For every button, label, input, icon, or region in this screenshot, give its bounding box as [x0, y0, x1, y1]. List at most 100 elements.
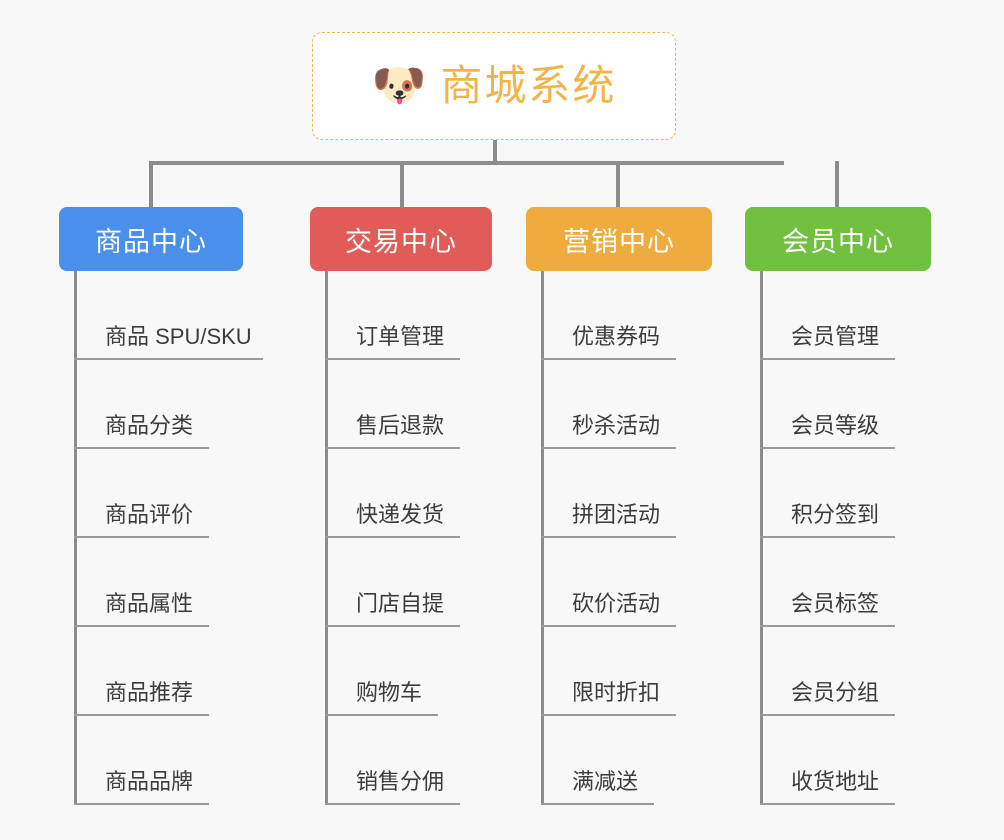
list-item-rule [541, 803, 654, 805]
connector-drop-marketing-center [616, 161, 620, 207]
list-item-rule [541, 447, 676, 449]
list-item-label: 商品品牌 [105, 769, 194, 794]
list-item-rule [760, 714, 895, 716]
list-item-rule [325, 536, 460, 538]
root-node[interactable]: 🐶 商城系统 [312, 32, 676, 140]
list-item[interactable]: 秒杀活动 [526, 360, 712, 449]
branch-items-product-center: 商品 SPU/SKU 商品分类商品评价商品属性商品推荐商品品牌 [59, 271, 263, 805]
list-item-rule [74, 803, 209, 805]
branch-marketing-center: 营销中心优惠券码秒杀活动拼团活动砍价活动限时折扣满减送 [526, 207, 712, 805]
list-item-label: 商品推荐 [105, 680, 194, 705]
list-item-label: 会员标签 [791, 591, 880, 616]
list-item[interactable]: 订单管理 [310, 271, 492, 360]
list-item[interactable]: 商品分类 [59, 360, 243, 449]
dog-face-icon: 🐶 [371, 61, 427, 110]
branch-items-marketing-center: 优惠券码秒杀活动拼团活动砍价活动限时折扣满减送 [526, 271, 712, 805]
list-item-label: 售后退款 [356, 413, 445, 438]
branch-head-marketing-center[interactable]: 营销中心 [526, 207, 712, 271]
connector-drop-product-center [149, 161, 153, 207]
connector-horizontal-bus [151, 161, 784, 165]
branch-head-label: 营销中心 [563, 226, 675, 257]
list-item[interactable]: 积分签到 [745, 449, 931, 538]
list-item-label: 商品 SPU/SKU [105, 324, 252, 349]
list-item[interactable]: 门店自提 [310, 538, 492, 627]
list-item-rule [760, 536, 895, 538]
branch-items-member-center: 会员管理会员等级积分签到会员标签会员分组收货地址 [745, 271, 931, 805]
list-item-rule [541, 358, 676, 360]
list-item[interactable]: 会员等级 [745, 360, 931, 449]
list-item-label: 收货地址 [791, 769, 880, 794]
branch-product-center: 商品中心商品 SPU/SKU 商品分类商品评价商品属性商品推荐商品品牌 [59, 207, 263, 805]
list-item[interactable]: 会员管理 [745, 271, 931, 360]
list-item[interactable]: 限时折扣 [526, 627, 712, 716]
list-item-rule [74, 447, 209, 449]
list-item-label: 满减送 [572, 769, 639, 794]
list-item-label: 商品评价 [105, 502, 194, 527]
list-item[interactable]: 购物车 [310, 627, 492, 716]
branch-head-trade-center[interactable]: 交易中心 [310, 207, 492, 271]
list-item-rule [760, 625, 895, 627]
branch-head-member-center[interactable]: 会员中心 [745, 207, 931, 271]
list-item-rule [74, 536, 209, 538]
list-item-rule [760, 803, 895, 805]
branch-trade-center: 交易中心订单管理售后退款快递发货门店自提购物车销售分佣 [310, 207, 492, 805]
list-item-rule [325, 625, 460, 627]
list-item-label: 砍价活动 [572, 591, 661, 616]
branch-head-label: 会员中心 [782, 226, 894, 257]
list-item[interactable]: 销售分佣 [310, 716, 492, 805]
branch-spine-trade-center [325, 271, 328, 805]
root-title: 商城系统 [440, 62, 617, 109]
list-item[interactable]: 商品推荐 [59, 627, 243, 716]
list-item-rule [325, 714, 438, 716]
branch-items-trade-center: 订单管理售后退款快递发货门店自提购物车销售分佣 [310, 271, 492, 805]
list-item-label: 限时折扣 [572, 680, 661, 705]
list-item[interactable]: 商品评价 [59, 449, 243, 538]
list-item[interactable]: 会员分组 [745, 627, 931, 716]
list-item-label: 拼团活动 [572, 502, 661, 527]
list-item-label: 会员管理 [791, 324, 880, 349]
branch-spine-marketing-center [541, 271, 544, 805]
connector-root-stem [493, 140, 497, 164]
list-item[interactable]: 会员标签 [745, 538, 931, 627]
list-item[interactable]: 售后退款 [310, 360, 492, 449]
list-item-label: 商品属性 [105, 591, 194, 616]
list-item[interactable]: 商品 SPU/SKU [59, 271, 263, 360]
list-item-rule [541, 625, 676, 627]
list-item-rule [74, 625, 209, 627]
list-item-rule [325, 358, 460, 360]
list-item-rule [74, 358, 263, 360]
list-item-label: 订单管理 [356, 324, 445, 349]
list-item-label: 会员分组 [791, 680, 880, 705]
branch-head-product-center[interactable]: 商品中心 [59, 207, 243, 271]
list-item-rule [325, 803, 460, 805]
list-item-label: 购物车 [356, 680, 423, 705]
list-item-label: 商品分类 [105, 413, 194, 438]
list-item-label: 会员等级 [791, 413, 880, 438]
branch-member-center: 会员中心会员管理会员等级积分签到会员标签会员分组收货地址 [745, 207, 931, 805]
connector-drop-member-center [835, 161, 839, 207]
list-item[interactable]: 商品品牌 [59, 716, 243, 805]
connector-drop-trade-center [400, 161, 404, 207]
list-item[interactable]: 优惠券码 [526, 271, 712, 360]
list-item-rule [760, 358, 895, 360]
branch-spine-product-center [74, 271, 77, 805]
list-item-rule [325, 447, 460, 449]
list-item[interactable]: 满减送 [526, 716, 712, 805]
branch-spine-member-center [760, 271, 763, 805]
list-item-label: 秒杀活动 [572, 413, 661, 438]
list-item[interactable]: 收货地址 [745, 716, 931, 805]
list-item-rule [74, 714, 209, 716]
list-item-label: 快递发货 [356, 502, 445, 527]
list-item-label: 积分签到 [791, 502, 880, 527]
list-item-label: 优惠券码 [572, 324, 661, 349]
list-item-rule [541, 536, 676, 538]
list-item[interactable]: 商品属性 [59, 538, 243, 627]
list-item-label: 销售分佣 [356, 769, 445, 794]
list-item[interactable]: 快递发货 [310, 449, 492, 538]
list-item-label: 门店自提 [356, 591, 445, 616]
list-item[interactable]: 拼团活动 [526, 449, 712, 538]
list-item-rule [541, 714, 676, 716]
branch-head-label: 商品中心 [95, 226, 207, 257]
list-item[interactable]: 砍价活动 [526, 538, 712, 627]
